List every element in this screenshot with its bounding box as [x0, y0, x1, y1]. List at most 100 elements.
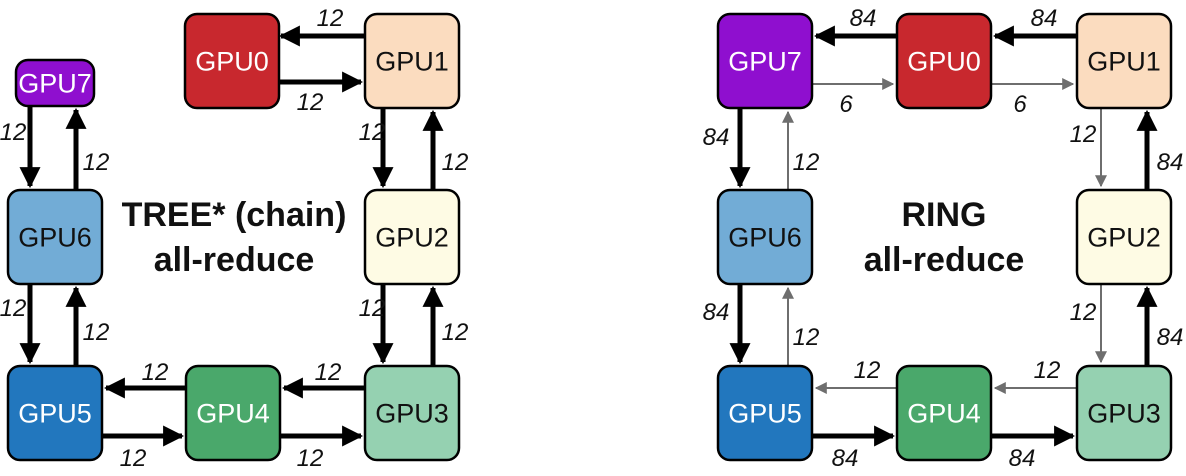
tree-edge-gpu6-to-gpu7: 12: [65, 107, 110, 190]
tree-edge-gpu6-to-gpu5: 12: [0, 284, 41, 365]
edge-label: 12: [0, 295, 26, 322]
edge-label: 12: [359, 295, 386, 322]
gpu-label: GPU5: [18, 399, 92, 429]
gpu-label: GPU6: [728, 223, 802, 253]
edge-label: 12: [442, 149, 469, 176]
tree-edge-gpu5-to-gpu4: 12: [102, 425, 185, 472]
edge-label: 12: [120, 445, 147, 472]
ring-node-gpu2: GPU2: [1075, 188, 1173, 286]
ring-edge-gpu3-to-gpu2: 84: [1136, 285, 1184, 366]
edge-label: 84: [1157, 324, 1184, 351]
ring-edge-gpu4-to-gpu5: 12: [814, 357, 897, 394]
tree-allreduce-panel: 12 12 12 12 12 12 12 12 12 12 12 12 12 12 GPU0 GPU1GPU…: [0, 5, 468, 472]
ring-edge-gpu5-to-gpu4: 84: [812, 425, 896, 472]
ring-edge-gpu2-to-gpu3: 12: [1070, 284, 1107, 364]
gpu-box: [895, 12, 993, 110]
edge-label: 12: [1070, 299, 1097, 326]
gpu-label: GPU7: [728, 47, 802, 77]
gpu-box: [6, 364, 104, 462]
edge-label: 12: [0, 119, 26, 146]
ring-edge-gpu3-to-gpu4: 12: [993, 357, 1077, 394]
gpu-label: GPU1: [375, 47, 449, 77]
tree-node-gpu2: GPU2: [363, 188, 461, 286]
edge-label: 12: [142, 359, 169, 386]
gpu-box: [716, 364, 814, 462]
gpu-box: [1075, 188, 1173, 286]
edge-label: 12: [297, 89, 324, 116]
ring-edge-gpu6-to-gpu7: 12: [782, 110, 820, 190]
gpu-box: [184, 364, 282, 462]
ring-node-gpu7: GPU7: [716, 12, 814, 110]
gpu-box: [895, 364, 993, 462]
tree-node-gpu1: GPU1: [363, 12, 461, 110]
tree-node-gpu4: GPU4: [184, 364, 282, 462]
ring-edge-gpu1-to-gpu2: 12: [1070, 108, 1107, 188]
ring-edge-gpu6-to-gpu5: 84: [703, 284, 751, 365]
gpu-label: GPU4: [907, 399, 981, 429]
edge-label: 6: [1013, 91, 1027, 118]
edge-label: 6: [839, 91, 853, 118]
tree-node-gpu3: GPU3: [363, 364, 461, 462]
edge-label: 84: [850, 5, 877, 32]
tree-edge-gpu1-to-gpu2: 12: [359, 108, 394, 189]
ring-edge-gpu1-to-gpu0: 84: [992, 5, 1077, 47]
gpu-box: [6, 188, 104, 286]
ring-edge-gpu0-to-gpu1: 6: [991, 78, 1075, 118]
ring-node-gpu3: GPU3: [1075, 364, 1173, 462]
gpu-box: [363, 188, 461, 286]
ring-edge-gpu5-to-gpu6: 12: [782, 286, 820, 366]
ring-title-line2: all-reduce: [864, 241, 1025, 279]
tree-title-line2: all-reduce: [154, 241, 315, 279]
gpu-box: [183, 12, 281, 110]
edge-label: 12: [359, 119, 386, 146]
edge-label: 12: [793, 324, 820, 351]
edge-label: 12: [793, 149, 820, 176]
tree-edge-gpu4-to-gpu3: 12: [280, 425, 364, 472]
tree-edges: 12 12 12 12 12 12 12 12 12 12 12 12 12 12: [0, 5, 468, 472]
tree-node-gpu5: GPU5: [6, 364, 104, 462]
ring-edge-gpu2-to-gpu1: 84: [1136, 109, 1183, 190]
tree-edge-gpu2-to-gpu1: 12: [422, 109, 469, 190]
edge-label: 12: [1070, 121, 1097, 148]
gpu-label: GPU2: [375, 223, 449, 253]
gpu-label: GPU3: [375, 399, 449, 429]
ring-edges: 84 84 84 84 84 84 84 84 6 6 12 12 12 12 12 12: [703, 5, 1184, 472]
tree-node-gpu6: GPU6: [6, 188, 104, 286]
tree-edge-gpu3-to-gpu2: 12: [422, 285, 469, 366]
ring-edge-gpu0-to-gpu7: 84: [813, 5, 897, 47]
tree-edge-gpu1-to-gpu0: 12: [278, 5, 365, 47]
tree-edge-gpu2-to-gpu3: 12: [359, 284, 394, 365]
ring-node-gpu5: GPU5: [716, 364, 814, 462]
edge-label: 12: [442, 319, 469, 346]
edge-label: 12: [83, 149, 110, 176]
ring-edge-gpu7-to-gpu6: 84: [703, 108, 751, 189]
gpu-label: GPU0: [195, 47, 269, 77]
edge-label: 12: [854, 357, 881, 384]
gpu-box: [716, 12, 814, 110]
edge-label: 12: [83, 319, 110, 346]
edge-label: 84: [832, 445, 859, 472]
gpu-box: [1075, 12, 1173, 110]
edge-label: 84: [1009, 445, 1036, 472]
tree-title-line1: TREE* (chain): [122, 196, 347, 234]
ring-edge-gpu7-to-gpu0: 6: [812, 78, 895, 118]
edge-label: 84: [1031, 5, 1058, 32]
gpu-box: [14, 58, 96, 108]
gpu-box: [1075, 364, 1173, 462]
gpu-label: GPU6: [18, 223, 92, 253]
tree-edge-gpu3-to-gpu4: 12: [281, 359, 365, 399]
gpu-label: GPU7: [18, 69, 92, 99]
ring-title-line1: RING: [902, 196, 987, 234]
gpu-label: GPU0: [907, 47, 981, 77]
gpu-label: GPU3: [1087, 399, 1161, 429]
edge-label: 12: [317, 5, 344, 32]
gpu-label: GPU1: [1087, 47, 1161, 77]
edge-label: 84: [703, 299, 730, 326]
tree-edge-gpu7-to-gpu6: 12: [0, 106, 41, 189]
gpu-label: GPU4: [196, 399, 270, 429]
ring-node-gpu0: GPU0: [895, 12, 993, 110]
tree-node-gpu0: GPU0: [183, 12, 281, 110]
